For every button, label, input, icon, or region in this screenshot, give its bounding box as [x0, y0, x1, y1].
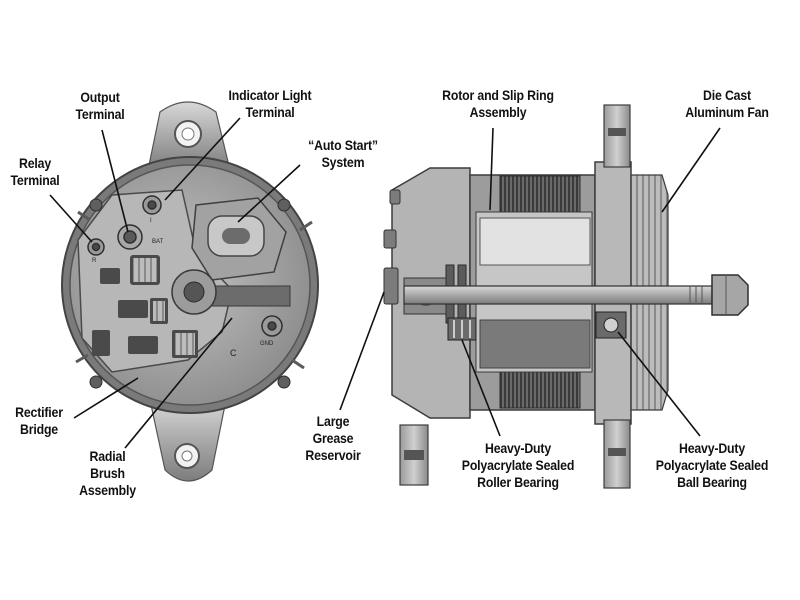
rear-view-alternator [61, 101, 319, 482]
label-grease-reservoir: Large Grease Reservoir [305, 413, 361, 463]
leader-roller-bearing [461, 339, 501, 437]
leader-lines [49, 117, 721, 449]
label-ball-bearing: Heavy-Duty Polyacrylate Sealed Ball Bear… [655, 440, 769, 490]
leader-rectifier-bridge [73, 377, 139, 419]
bat-marking: BAT [152, 239, 164, 245]
leader-die-cast-fan [661, 127, 721, 213]
label-die-cast-fan: Die Cast Aluminum Fan [685, 87, 769, 120]
cutaway-view-alternator [383, 104, 749, 489]
label-rotor-slip-ring: Rotor and Slip Ring Assembly [442, 87, 554, 120]
label-indicator-light-terminal: Indicator Light Terminal [228, 87, 312, 120]
leader-ball-bearing [617, 331, 701, 437]
leader-indicator-light-terminal [164, 117, 241, 201]
label-roller-bearing: Heavy-Duty Polyacrylate Sealed Roller Be… [461, 440, 575, 490]
label-radial-brush: Radial Brush Assembly [79, 448, 136, 498]
label-auto-start-system: “Auto Start” System [308, 137, 378, 170]
leader-relay-terminal [49, 194, 93, 243]
label-relay-terminal: Relay Terminal [10, 155, 60, 188]
leader-grease-reservoir [339, 291, 385, 411]
gnd-marking: GND [260, 341, 274, 347]
leader-radial-brush [124, 317, 233, 449]
leader-auto-start-system [237, 164, 301, 223]
label-rectifier-bridge: Rectifier Bridge [15, 404, 63, 437]
label-output-terminal: Output Terminal [75, 89, 125, 122]
c-marking: C [230, 348, 237, 358]
leader-rotor-slip-ring [489, 127, 494, 211]
leader-output-terminal [101, 129, 129, 233]
r-marking: R [92, 258, 97, 264]
i-marking: I [150, 218, 152, 224]
